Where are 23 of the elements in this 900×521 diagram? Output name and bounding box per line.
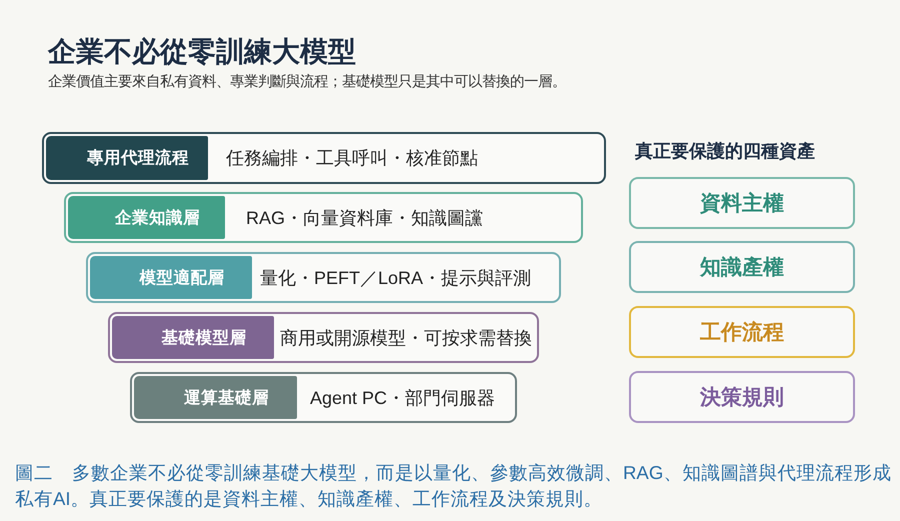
layer-bar: [108, 312, 539, 363]
layer-tab: 運算基礎層: [134, 376, 297, 419]
asset-box: 決策規則: [629, 371, 855, 423]
layer-description: Agent PC・部門伺服器: [310, 386, 496, 410]
layer-description: 任務編排・工具呼叫・核准節點: [226, 147, 478, 170]
asset-box: 資料主權: [629, 177, 855, 229]
layer-description: 量化・PEFT／LoRA・提示與評測: [260, 266, 532, 290]
layer-tab: 模型適配層: [90, 256, 252, 299]
layer-bar: [42, 132, 606, 184]
figure-caption: 圖二 多數企業不必從零訓練基礎大模型，而是以量化、參數高效微調、RAG、知識圖譜與代理流程形成私有AI。真正要保護的是資料主權、知識產權、工作流程及決策規則。: [15, 461, 892, 511]
layer-description: RAG・向量資料庫・知識圖讜: [246, 206, 484, 230]
layer-bar: [64, 192, 583, 243]
asset-heading: 真正要保護的四種資產: [635, 140, 815, 163]
layer-tab: 基礎模型層: [112, 316, 274, 359]
asset-box: 知識產權: [629, 241, 855, 293]
asset-box: 工作流程: [629, 306, 855, 358]
layer-tab: 專用代理流程: [46, 136, 208, 180]
layer-bar: [86, 252, 561, 303]
subtitle: 企業價值主要來自私有資料、專業判斷與流程；基礎模型只是其中可以替換的一層。: [48, 72, 566, 91]
layer-bar: [130, 372, 517, 423]
title: 企業不必從零訓練大模型: [48, 35, 356, 69]
layer-description: 商用或開源模型・可按求需替換: [280, 326, 532, 350]
layer-tab: 企業知識層: [68, 196, 225, 239]
